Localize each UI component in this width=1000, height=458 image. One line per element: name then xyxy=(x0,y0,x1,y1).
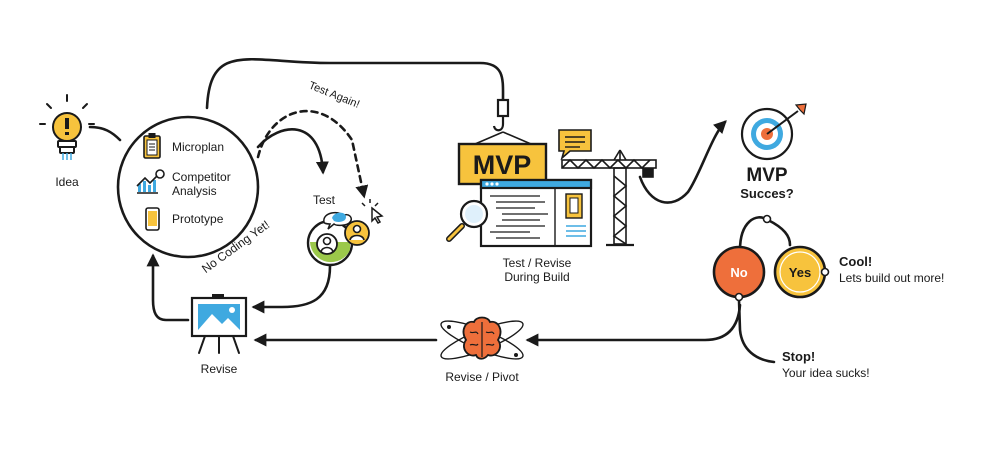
chat-bubble-icon xyxy=(558,129,592,161)
idea-label: Idea xyxy=(55,175,79,189)
browser-window xyxy=(479,178,593,248)
test-to-revise-arrow xyxy=(251,264,332,314)
tower-crane-icon xyxy=(561,149,657,247)
no-connector-dot xyxy=(734,292,744,302)
connectors xyxy=(88,58,792,364)
mvp-success-title: MVP xyxy=(746,165,788,186)
plan-to-mvp-arc xyxy=(205,58,505,110)
revise-label: Revise xyxy=(200,362,238,376)
yes-connector-dot xyxy=(820,267,830,277)
revise-pivot-label: Revise / Pivot xyxy=(445,370,519,384)
test-again-arrow xyxy=(256,109,369,199)
revise-to-plan-arrow xyxy=(146,253,190,322)
clipboard-icon xyxy=(143,133,161,159)
stop-text: Your idea sucks! xyxy=(782,366,870,380)
mvp-sign-text: MVP xyxy=(473,150,532,180)
no-to-stop-line xyxy=(737,298,776,364)
mvp-sign xyxy=(457,131,548,186)
brain-icon xyxy=(440,316,524,360)
no-label: No xyxy=(730,265,747,280)
crane-to-target-arrow xyxy=(638,120,727,204)
yes-label: Yes xyxy=(789,265,811,280)
chart-magnifier-icon xyxy=(136,169,165,194)
mvp-success-subtitle: Succes? xyxy=(740,186,794,201)
cursor-click-icon xyxy=(361,199,384,224)
branch-dot xyxy=(762,214,772,224)
test-again-label: Test Again! xyxy=(307,80,361,111)
stop-title: Stop! xyxy=(782,349,816,364)
idea-to-plan-line xyxy=(88,125,122,142)
crane-hook-icon xyxy=(492,98,510,132)
cool-title: Cool! xyxy=(839,254,873,269)
competitor-analysis-label: Competitor Analysis xyxy=(172,170,231,198)
smartphone-icon xyxy=(145,207,160,231)
microplan-label: Microplan xyxy=(172,140,225,154)
easel-icon xyxy=(190,294,248,354)
lightbulb-icon xyxy=(39,94,95,160)
test-label: Test xyxy=(312,193,335,207)
test-users-icon xyxy=(306,211,370,267)
target-icon xyxy=(740,103,807,161)
mvp-caption: Test / Revise During Build xyxy=(502,256,572,284)
decision-to-pivot-arrow xyxy=(525,303,742,347)
plan-to-test-arrow xyxy=(256,128,329,175)
prototype-label: Prototype xyxy=(172,212,224,226)
magnifier-icon xyxy=(446,199,489,242)
cool-text: Lets build out more! xyxy=(839,271,945,285)
